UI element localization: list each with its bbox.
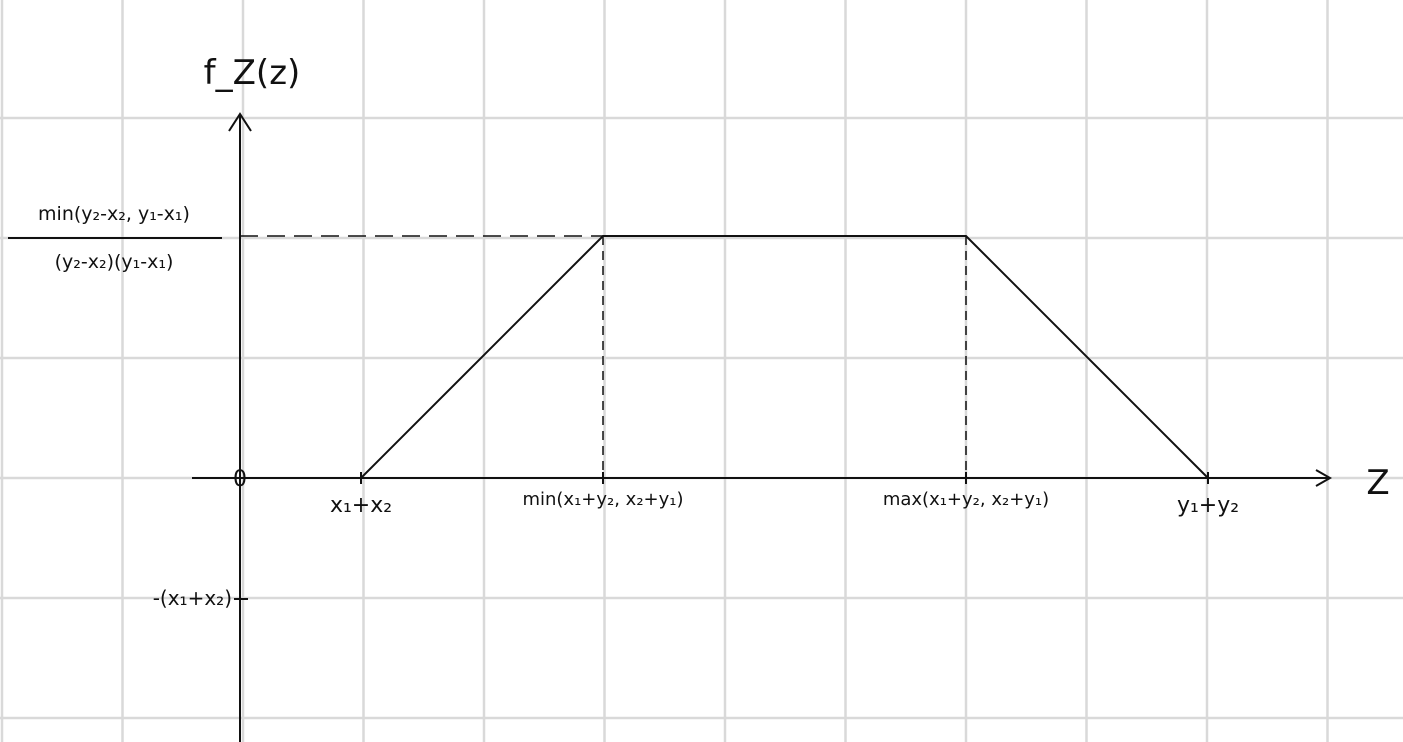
y-axis-arrow: [228, 112, 252, 132]
labels-layer: f_Z(z) Z 0 min(y₂-x₂, y₁-x₁) (y₂-x₂)(y₁-…: [8, 53, 1390, 610]
x-axis-label: Z: [1366, 463, 1389, 503]
x-tick-label: min(x₁+y₂, x₂+y₁): [522, 489, 683, 510]
density-series-line: [360, 235, 1209, 479]
origin-label: 0: [233, 467, 247, 492]
x-tick-label: x₁+x₂: [330, 493, 392, 518]
y-tick-label: -(x₁+x₂): [153, 586, 232, 610]
series-layer: [360, 235, 1209, 479]
y-fraction-denominator: (y₂-x₂)(y₁-x₁): [55, 251, 174, 273]
guides-layer: [240, 235, 967, 478]
y-fraction-numerator: min(y₂-x₂, y₁-x₁): [38, 203, 190, 225]
y-axis-label: f_Z(z): [204, 53, 301, 93]
x-tick-label: max(x₁+y₂, x₂+y₁): [883, 489, 1049, 510]
x-axis-arrow: [1315, 469, 1333, 487]
x-tick-label: y₁+y₂: [1177, 493, 1239, 518]
